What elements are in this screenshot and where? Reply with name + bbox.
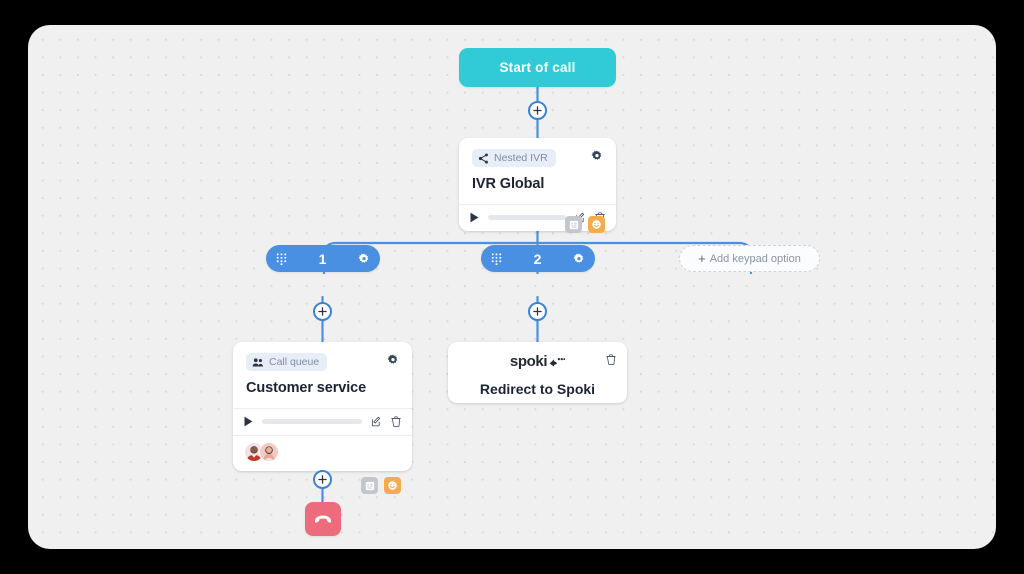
ivr-emoji-badge[interactable] [588, 216, 605, 233]
queue-agents[interactable] [233, 436, 412, 471]
trash-icon [606, 354, 616, 365]
queue-mini-badges[interactable] [361, 477, 401, 494]
play-icon [470, 212, 479, 223]
queue-card-title: Customer service [246, 380, 367, 396]
keypad-option-2-number: 2 [533, 250, 542, 267]
ivr-settings-button[interactable] [591, 149, 603, 167]
dialpad-icon [491, 252, 502, 265]
queue-card-divider-bottom [233, 435, 412, 436]
queue-card-divider-top [233, 408, 412, 409]
queue-emoji-badge[interactable] [384, 477, 401, 494]
smiley-icon [592, 220, 601, 229]
avatar-photo [260, 443, 278, 461]
spoki-card-title: Redirect to Spoki [479, 381, 596, 397]
ivr-card-header: Nested IVR [459, 138, 616, 167]
audio-progress-track[interactable] [488, 215, 566, 220]
nested-ivr-badge-label: Nested IVR [494, 152, 548, 164]
nested-ivr-badge: Nested IVR [472, 149, 556, 167]
keypad-icon [365, 481, 374, 490]
users-icon [252, 357, 263, 367]
add-step-handle-option-1[interactable] [313, 302, 332, 321]
dialpad-icon-1 [276, 252, 287, 265]
flow-canvas[interactable]: Start of call [28, 25, 996, 549]
smiley-icon [388, 481, 397, 490]
keypad-icon [569, 220, 578, 229]
add-keypad-option-label: Add keypad option [709, 252, 801, 265]
queue-keypad-badge[interactable] [361, 477, 378, 494]
keypad-option-1-number: 1 [318, 250, 327, 267]
spoki-delete-button[interactable] [606, 354, 616, 365]
dialpad-icon-2 [491, 252, 502, 265]
plus-icon [318, 307, 327, 316]
audio-progress-track[interactable] [262, 419, 362, 424]
queue-audio-player[interactable] [233, 409, 412, 435]
ivr-keypad-badge[interactable] [565, 216, 582, 233]
queue-delete-button[interactable] [391, 416, 401, 427]
ivr-card-divider [459, 204, 616, 205]
queue-edit-button[interactable] [371, 416, 382, 427]
avatar-photo [245, 443, 263, 461]
redirect-to-spoki-card[interactable]: spoki Redirect t [448, 342, 627, 403]
spoki-mark-icon [548, 356, 566, 367]
ivr-mini-badges[interactable] [565, 216, 605, 233]
play-button[interactable] [470, 212, 479, 223]
queue-settings-button[interactable] [387, 353, 399, 371]
hangup-node[interactable] [305, 502, 341, 536]
hangup-phone-icon [314, 514, 332, 523]
agent-avatar-2[interactable] [259, 442, 279, 462]
trash-icon [391, 416, 401, 427]
add-step-handle-queue[interactable] [313, 470, 332, 489]
add-step-handle-option-2[interactable] [528, 302, 547, 321]
spoki-wordmark: spoki [509, 353, 548, 370]
customer-service-card[interactable]: Call queue Customer service [233, 342, 412, 471]
plus-icon [533, 307, 542, 316]
play-icon [244, 416, 253, 427]
start-of-call-label: Start of call [499, 60, 576, 75]
edit-square-icon [371, 416, 381, 427]
connector-wires [321, 85, 753, 504]
keypad-option-2-settings[interactable] [573, 252, 585, 265]
play-button[interactable] [244, 416, 253, 427]
spoki-logo: spoki [448, 353, 627, 370]
dialpad-icon [276, 252, 287, 265]
keypad-option-2[interactable]: 2 [481, 245, 595, 272]
gear-icon [591, 150, 602, 160]
add-step-handle-start[interactable] [528, 101, 547, 120]
queue-card-header: Call queue [233, 342, 412, 371]
call-queue-badge: Call queue [246, 353, 328, 371]
plus-icon [533, 106, 542, 115]
gear-icon [573, 252, 584, 263]
gear-icon [358, 252, 369, 263]
add-keypad-option-button[interactable]: + Add keypad option [679, 245, 820, 272]
ivr-card-title: IVR Global [472, 176, 545, 192]
call-queue-badge-label: Call queue [269, 356, 320, 368]
plus-icon [318, 475, 327, 484]
gear-icon [387, 354, 398, 364]
keypad-option-1[interactable]: 1 [266, 245, 380, 272]
share-nodes-icon [478, 152, 488, 164]
keypad-option-1-settings[interactable] [358, 252, 370, 265]
plus-icon: + [698, 251, 706, 266]
start-of-call-node[interactable]: Start of call [459, 48, 616, 87]
